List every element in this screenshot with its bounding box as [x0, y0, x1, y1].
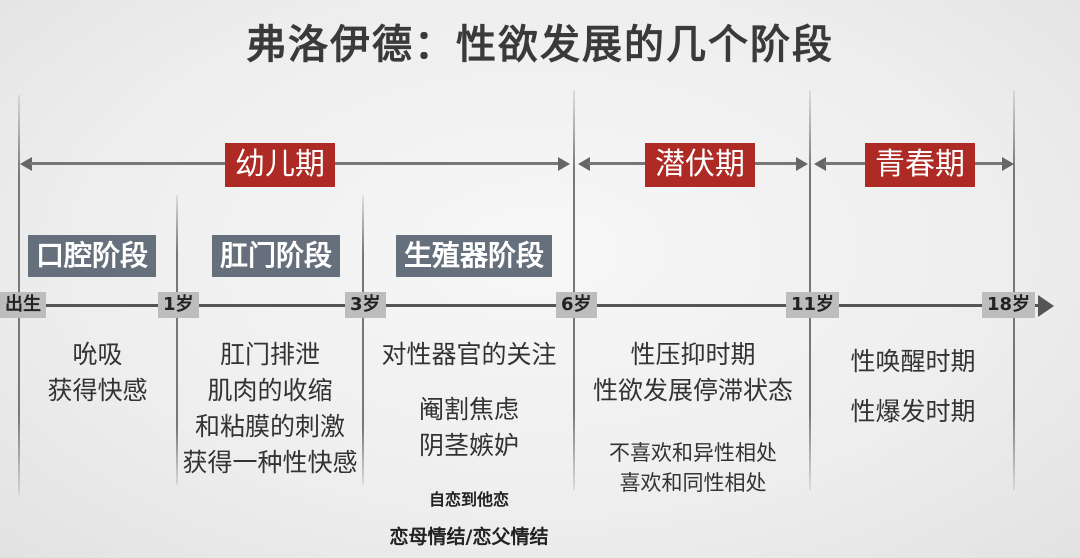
anal-desc-line: 获得一种性快感 — [182, 448, 358, 477]
period-infancy-label: 幼儿期 — [225, 143, 335, 187]
genital-main-description: 对性器官的关注 — [381, 340, 557, 369]
adolescence-arrow-left — [814, 157, 826, 171]
stage-oral-label: 口腔阶段 — [28, 235, 157, 277]
anal-desc-line: 肛门排泄 — [219, 340, 320, 369]
latency-arrow-left — [578, 157, 590, 171]
age-marker-3: 3岁 — [345, 292, 386, 318]
adolescence-arrow-right — [1002, 157, 1014, 171]
age-marker-1: 1岁 — [158, 292, 199, 318]
adolescence-desc-line: 性唤醒时期 — [850, 347, 976, 376]
infancy-arrow-right — [558, 157, 570, 171]
page-title: 弗洛伊德：性欲发展的几个阶段 — [246, 22, 834, 68]
oral-desc-line: 吮吸 — [72, 340, 123, 369]
genital-sub-line: 阉割焦虑 — [418, 395, 519, 424]
latency-main-line: 性压抑时期 — [630, 340, 756, 369]
anal-desc-line: 和粘膜的刺激 — [194, 412, 345, 441]
infancy-arrow-left — [20, 157, 32, 171]
adolescence-description: 性唤醒时期 性爆发时期 — [811, 337, 1015, 437]
divider-age-3 — [362, 195, 364, 485]
anal-desc-line: 肌肉的收缩 — [207, 376, 333, 405]
oral-description: 吮吸 获得快感 — [20, 337, 175, 409]
divider-age-6 — [573, 90, 575, 490]
stage-anal-label: 肛门阶段 — [212, 235, 341, 277]
adolescence-desc-line: 性爆发时期 — [850, 397, 976, 426]
period-adolescence-label: 青春期 — [865, 143, 975, 187]
divider-age-18 — [1013, 90, 1015, 490]
latency-sub-line: 喜欢和同性相处 — [619, 471, 767, 495]
genital-sub-line: 阴茎嫉妒 — [418, 431, 519, 460]
latency-arrow-right — [796, 157, 808, 171]
timeline-arrowhead — [1038, 295, 1054, 317]
timeline-axis — [0, 304, 1040, 307]
genital-note-narcissism: 自恋到他恋 — [428, 490, 509, 509]
latency-main-description: 性压抑时期 性欲发展停滞状态 — [575, 337, 811, 409]
latency-sub-description: 不喜欢和异性相处 喜欢和同性相处 — [575, 438, 811, 498]
anal-description: 肛门排泄 肌肉的收缩 和粘膜的刺激 获得一种性快感 — [172, 337, 368, 481]
divider-age-1 — [176, 195, 178, 485]
latency-main-line: 性欲发展停滞状态 — [592, 376, 793, 405]
age-marker-11: 11岁 — [786, 292, 840, 318]
age-marker-6: 6岁 — [556, 292, 597, 318]
age-marker-birth: 出生 — [0, 292, 46, 318]
genital-sub-description: 阉割焦虑 阴茎嫉妒 — [362, 392, 576, 464]
oral-desc-line: 获得快感 — [47, 376, 148, 405]
divider-age-11 — [809, 90, 811, 490]
age-marker-18: 18岁 — [982, 292, 1036, 318]
genital-note-oedipus: 恋母情结/恋父情结 — [389, 526, 549, 548]
latency-sub-line: 不喜欢和异性相处 — [609, 441, 777, 465]
period-latency-label: 潜伏期 — [645, 143, 755, 187]
stage-genital-label: 生殖器阶段 — [396, 235, 553, 277]
